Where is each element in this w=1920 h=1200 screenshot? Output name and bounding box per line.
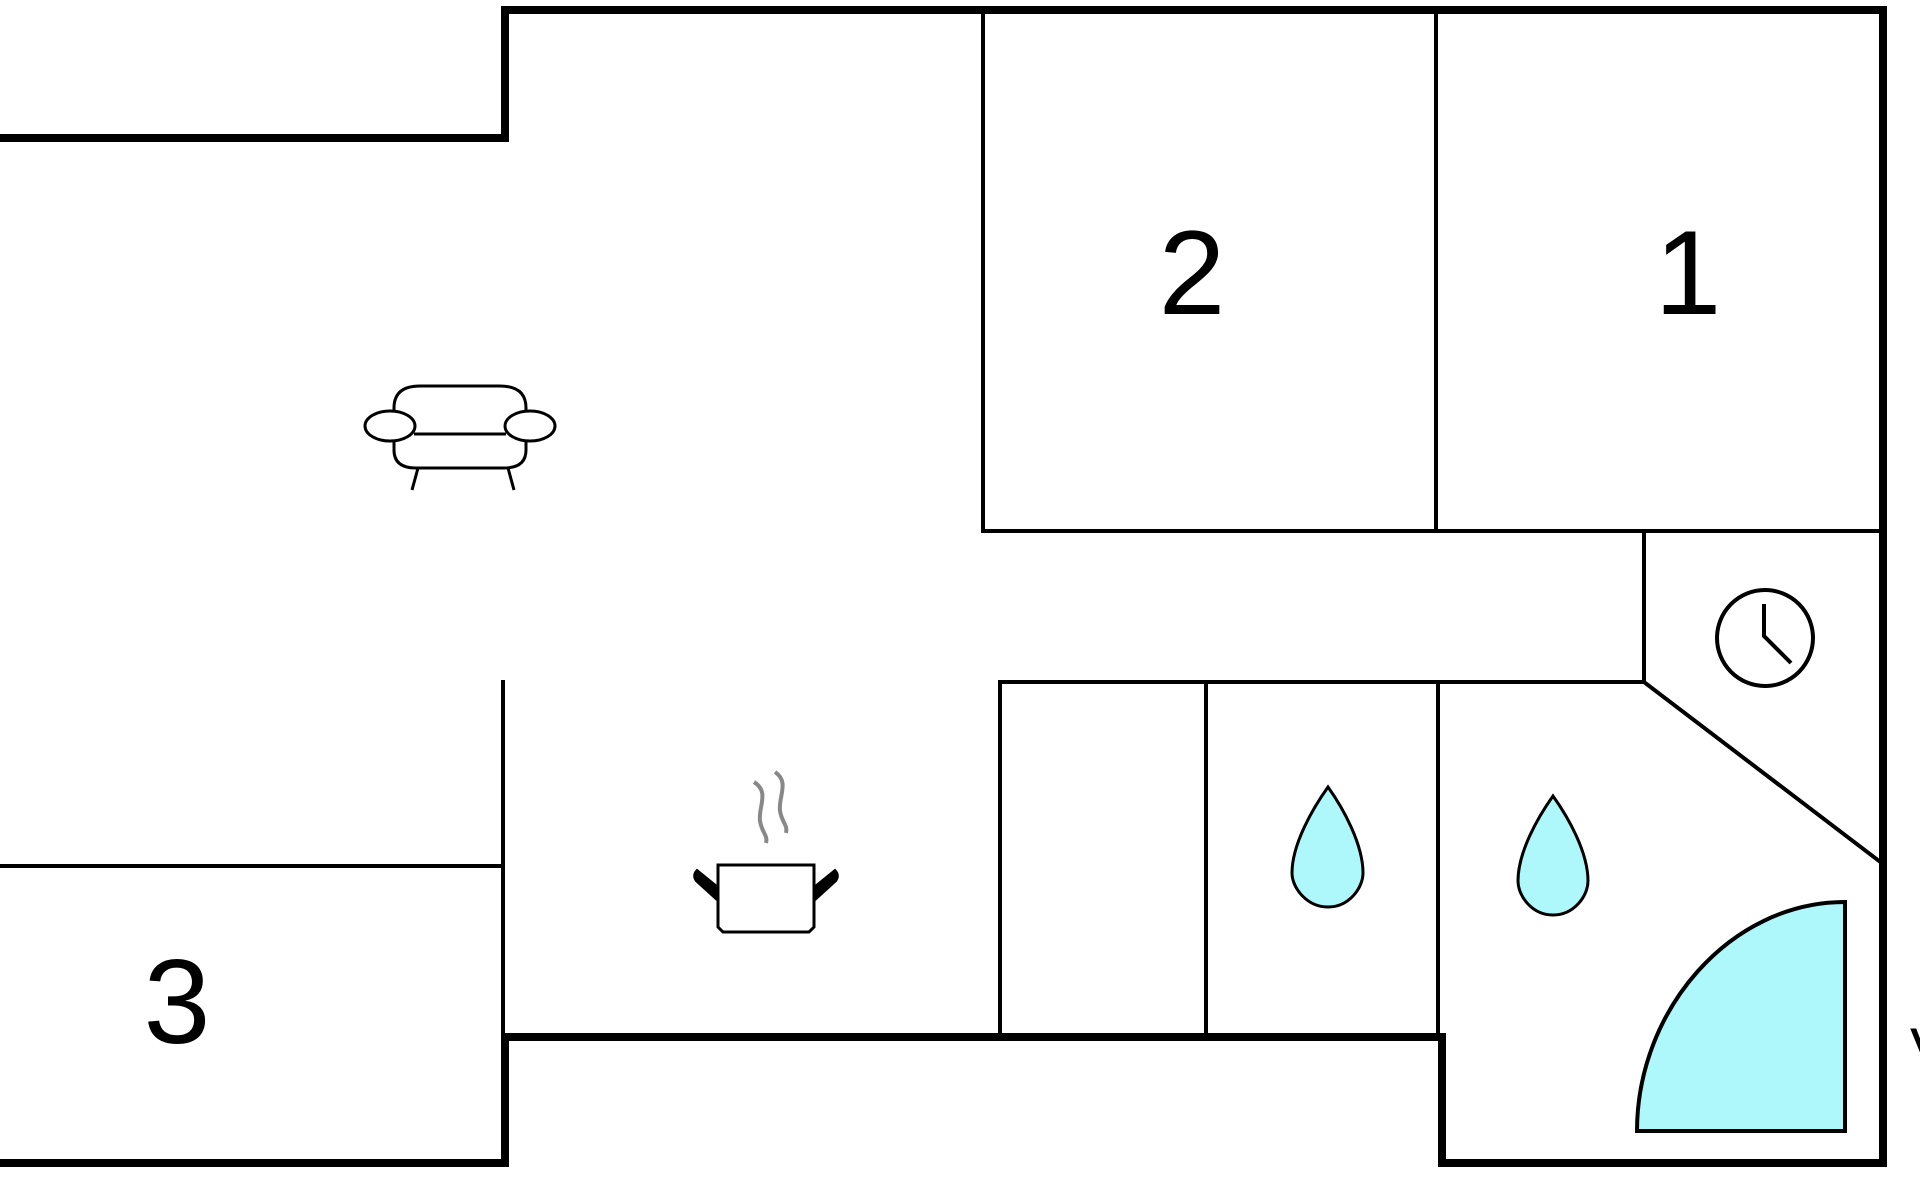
edge-letter: V (1910, 1016, 1920, 1083)
room-2-label: 2 (1159, 206, 1226, 340)
outer-walls (0, 6, 1887, 1167)
water-drop-icon (1516, 793, 1590, 917)
shower-tray-icon (1634, 899, 1847, 1133)
cooking-pot-icon (693, 770, 839, 934)
room-1-label: 1 (1655, 206, 1722, 340)
clock-icon (1715, 588, 1815, 688)
room-3-label: 3 (144, 935, 211, 1069)
water-drop-icon (1290, 784, 1365, 909)
interior-walls (0, 8, 1886, 1039)
sofa-icon (363, 384, 557, 491)
